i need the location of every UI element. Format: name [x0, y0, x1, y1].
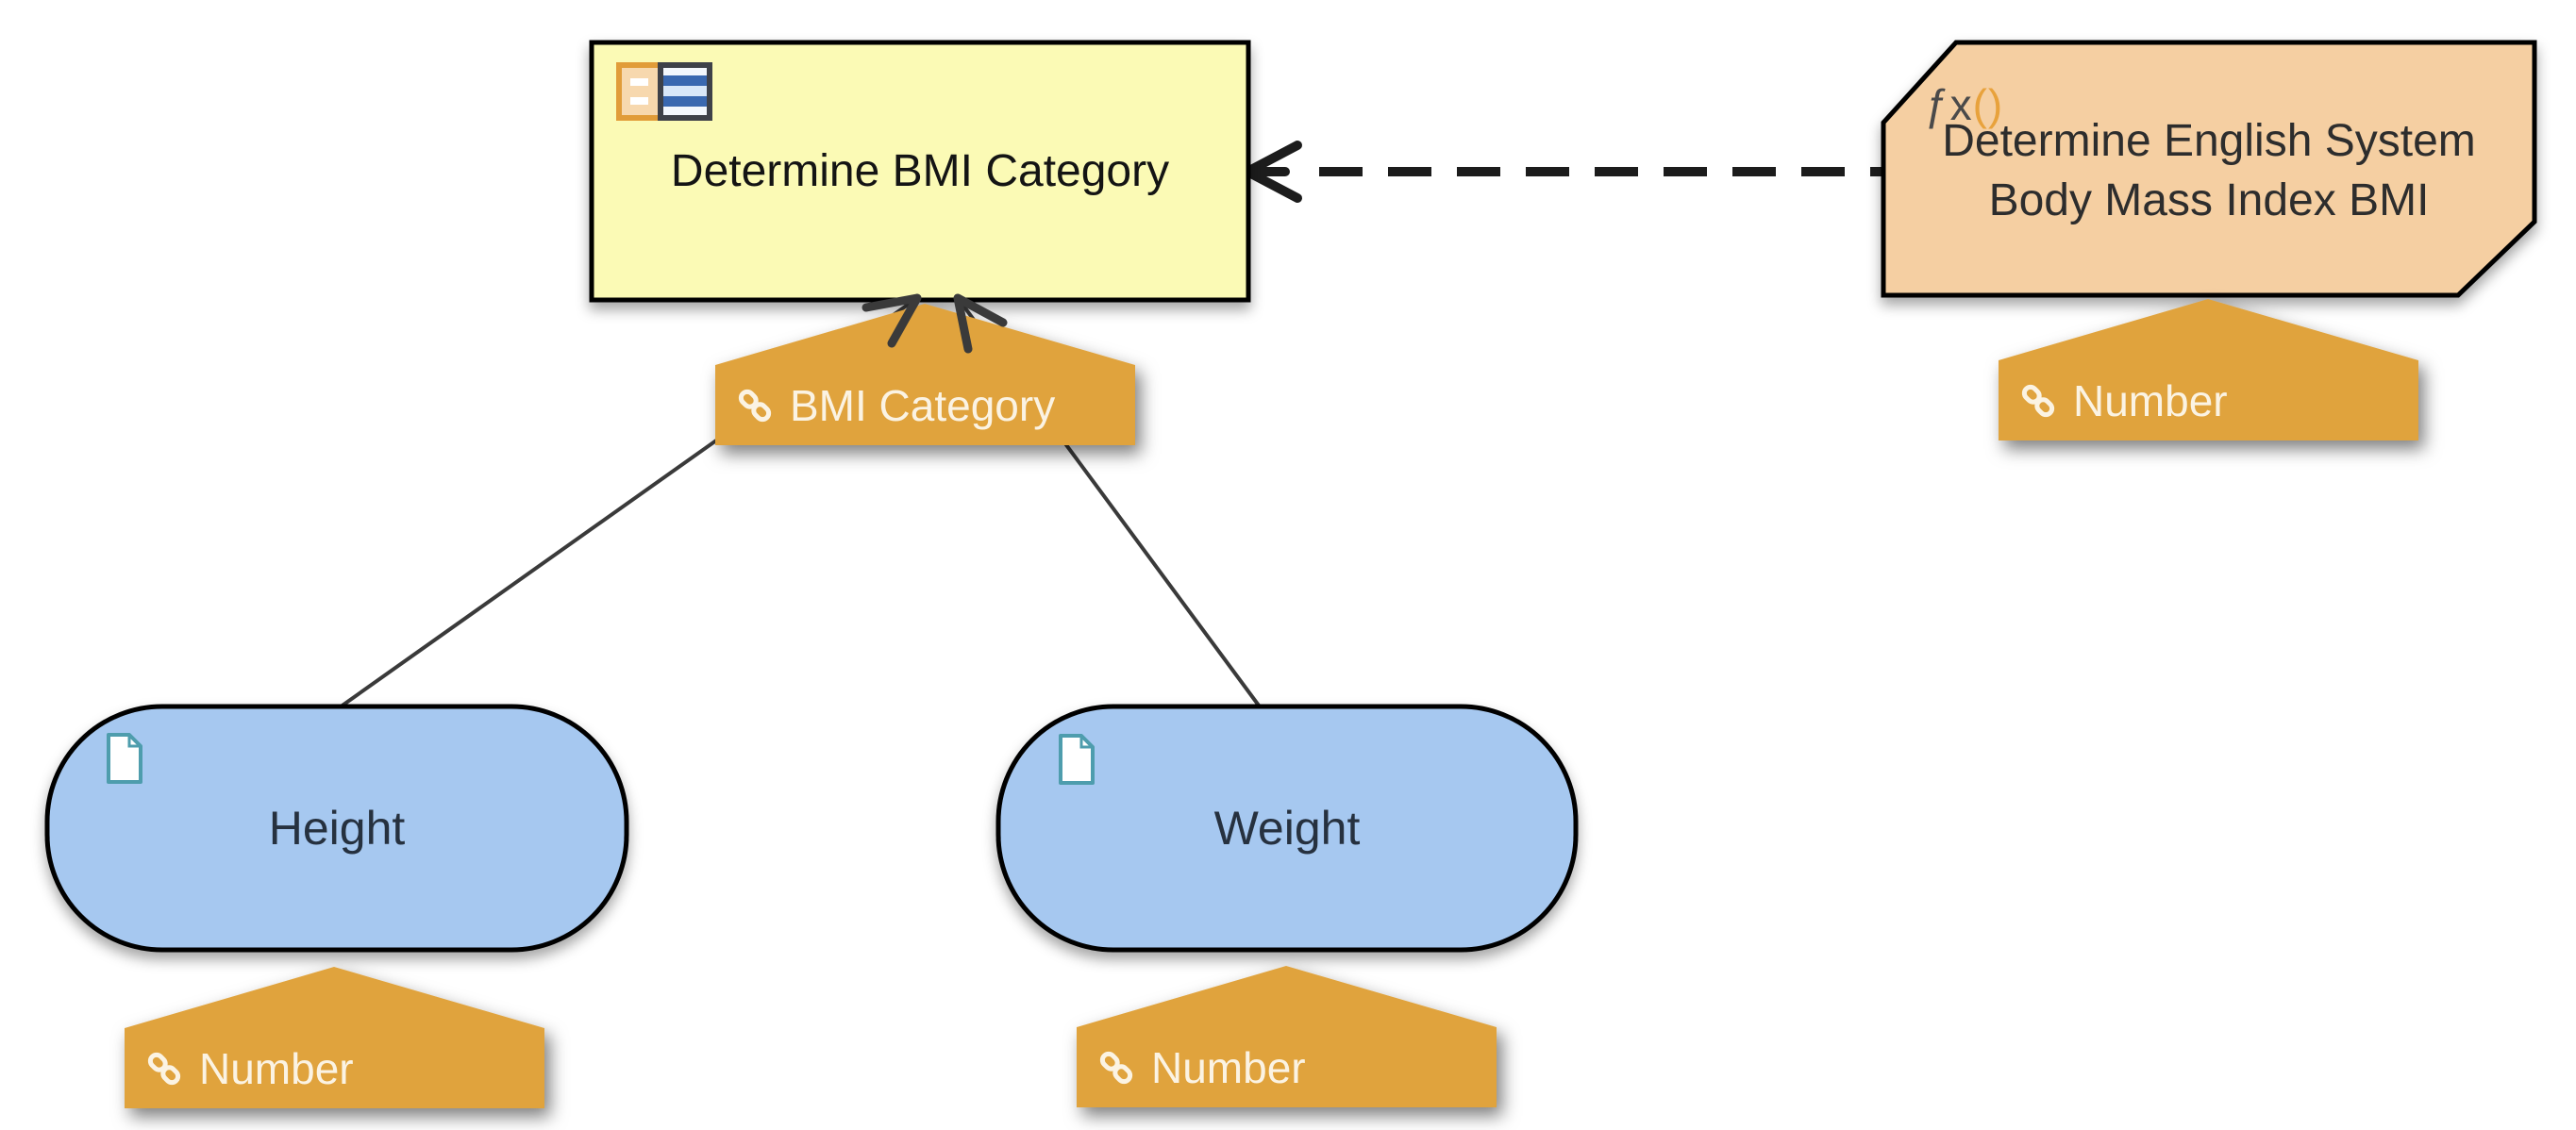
type-badge-weight-number-shape[interactable] [1077, 966, 1497, 1107]
bkm-shape[interactable] [1881, 40, 2537, 298]
type-badge-bkm-number-shape[interactable] [1999, 299, 2418, 440]
arrowhead-height-requirement-icon [861, 293, 922, 348]
arrowhead-weight-requirement-icon [953, 293, 1008, 354]
input-shape-height[interactable] [44, 704, 629, 953]
type-badge-height-number-shape[interactable] [125, 967, 544, 1108]
input-shape-weight[interactable] [995, 704, 1579, 953]
decision-shape[interactable] [589, 40, 1251, 303]
type-badge-bmi-category-shape[interactable] [715, 304, 1135, 445]
arrowhead-knowledge-requirement-icon [1243, 141, 1302, 203]
